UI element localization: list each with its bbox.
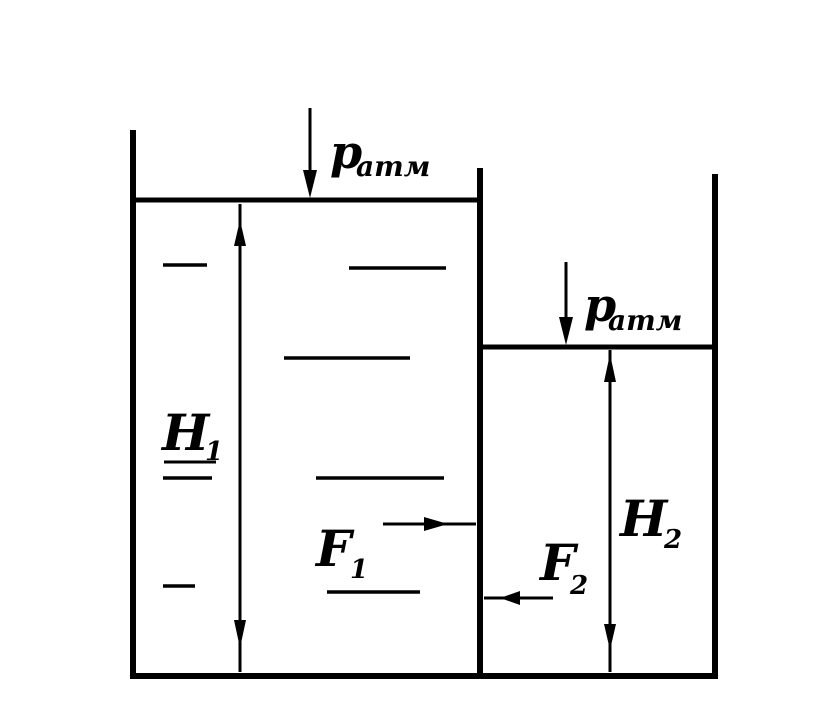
- h2-label-subscript: 2: [663, 525, 682, 555]
- p-atm-right-symbol: p: [584, 278, 616, 332]
- h1-arrow-down: [234, 620, 246, 648]
- f1-label-subscript: 1: [350, 555, 368, 585]
- h2-arrow-down: [604, 624, 616, 650]
- p-atm-left-arrow-head: [303, 170, 317, 198]
- h2-arrow-up: [604, 354, 616, 382]
- h1-label-subscript: 1: [205, 437, 223, 467]
- h1-arrow-up: [234, 220, 246, 246]
- p-atm-left-subscript: атм: [356, 150, 430, 183]
- f2-label-symbol: F: [538, 533, 579, 592]
- h1-label-symbol: H: [160, 403, 211, 462]
- p-atm-right-arrow-head: [559, 317, 573, 345]
- p-atm-left-symbol: p: [330, 125, 362, 179]
- p-atm-right-subscript: атм: [608, 304, 682, 337]
- f2-force-head: [500, 591, 520, 605]
- f2-label-subscript: 2: [569, 571, 588, 601]
- h2-label-symbol: H: [618, 489, 669, 548]
- f1-force-head: [424, 517, 448, 531]
- f1-label-symbol: F: [314, 519, 355, 578]
